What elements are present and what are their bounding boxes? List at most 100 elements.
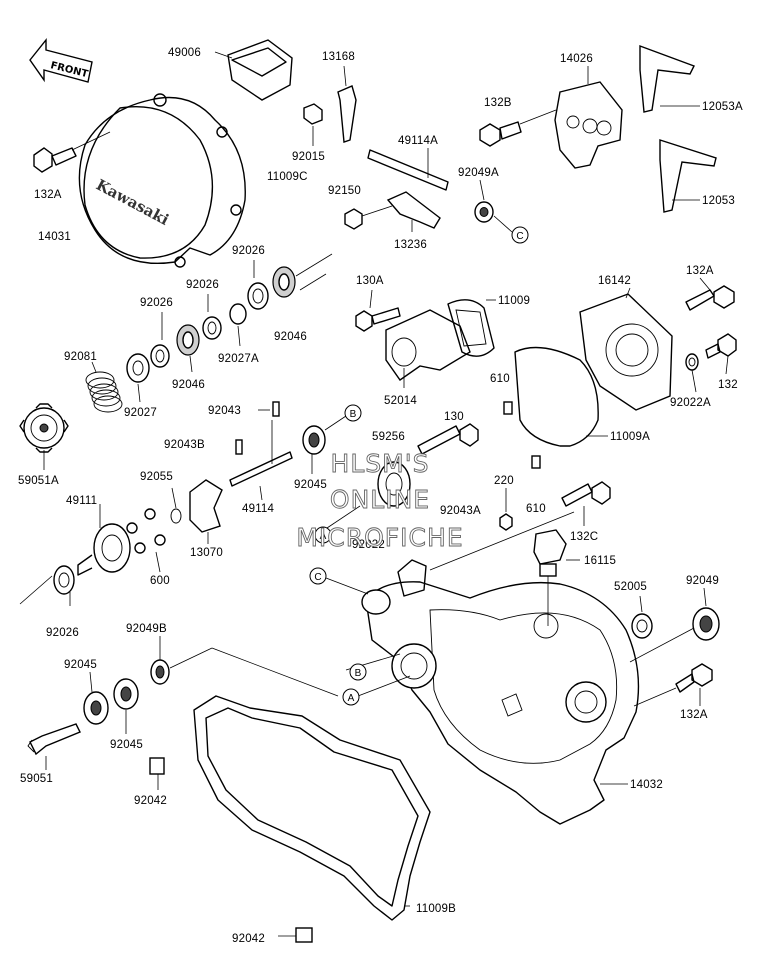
- label-13070: 13070: [190, 547, 223, 559]
- label-49114A: 49114A: [398, 135, 438, 147]
- dowel-610-upper: [503, 401, 513, 415]
- label-52005: 52005: [614, 581, 647, 593]
- label-130: 130: [444, 411, 464, 423]
- watermark: HLSM'S ONLINE MICROFICHE: [296, 449, 463, 553]
- bolt-132A-lower: [633, 663, 713, 707]
- watermark-line-2: ONLINE: [330, 485, 430, 514]
- callout-a-lower: A: [342, 688, 360, 706]
- seal-92049A: [474, 179, 513, 233]
- watermark-line-1: HLSM'S: [331, 449, 430, 478]
- dowel-610-lower: [531, 455, 541, 469]
- gasket-11009: [447, 299, 496, 357]
- washer-92022A: [685, 353, 699, 393]
- label-92049A: 92049A: [458, 167, 499, 179]
- label-49114: 49114: [242, 503, 275, 515]
- label-610-1: 610: [490, 373, 510, 385]
- label-12053: 12053: [702, 195, 735, 207]
- balls-600: [126, 508, 166, 573]
- washer-stack: [126, 253, 333, 403]
- spring-92081: [85, 361, 123, 413]
- bearing-92045-upper: [302, 415, 347, 474]
- label-92081: 92081: [64, 351, 97, 363]
- label-92022A: 92022A: [670, 397, 711, 409]
- label-92043A: 92043A: [440, 505, 481, 517]
- label-92043B: 92043B: [164, 439, 205, 451]
- bolt-130: [417, 423, 479, 455]
- label-16115: 16115: [584, 555, 616, 567]
- label-92042-2: 92042: [232, 933, 265, 945]
- cover-brand-text: Kawasaki: [93, 176, 172, 229]
- svg-text:B: B: [350, 409, 357, 420]
- svg-text:A: A: [348, 693, 355, 704]
- label-132B: 132B: [484, 97, 512, 109]
- callout-b-upper: B: [344, 404, 362, 422]
- label-59256: 59256: [372, 431, 405, 443]
- label-11009A: 11009A: [610, 431, 650, 443]
- part-49006: [214, 39, 293, 101]
- label-12053A: 12053A: [702, 101, 743, 113]
- impeller-13070: [189, 479, 223, 544]
- label-59051A: 59051A: [18, 475, 59, 487]
- label-13236: 13236: [394, 239, 427, 251]
- callout-a-upper: A: [314, 526, 332, 544]
- callout-c-lower: C: [309, 567, 327, 585]
- ref-line-upper: [429, 511, 575, 571]
- label-132A-upper: 132A: [34, 189, 62, 201]
- label-132C: 132C: [570, 531, 598, 543]
- label-92026-4: 92026: [46, 627, 79, 639]
- watermark-line-3: MICROFICHE: [296, 523, 463, 552]
- label-92026-3: 92026: [140, 297, 173, 309]
- label-59051: 59051: [20, 773, 53, 785]
- label-11009C: 11009C: [267, 171, 308, 183]
- svg-text:C: C: [314, 572, 321, 583]
- svg-text:B: B: [355, 668, 362, 679]
- pump-housing-52014: [385, 309, 471, 388]
- ref-line-a2: [357, 675, 411, 697]
- shaft-49114A: [367, 148, 449, 191]
- label-92045-3: 92045: [110, 739, 143, 751]
- part-labels: 49006 13168 14026 12053A 132B 92015 4911…: [18, 47, 743, 945]
- label-92026-1: 92026: [232, 245, 265, 257]
- label-52014: 52014: [384, 395, 417, 407]
- gasket-11009A: [514, 346, 608, 447]
- label-132A-lower: 132A: [680, 709, 708, 721]
- label-92043: 92043: [208, 405, 241, 417]
- label-132: 132: [718, 379, 738, 391]
- front-arrow: FRONT: [29, 38, 93, 83]
- ref-line-c2: [325, 577, 369, 595]
- seal-92049B: [150, 636, 339, 697]
- seal-59256: [377, 461, 411, 507]
- label-92026-2: 92026: [186, 279, 219, 291]
- dowel-92042-upper: [149, 757, 165, 790]
- label-132A-right: 132A: [686, 265, 714, 277]
- label-130A: 130A: [356, 275, 384, 287]
- washer-92026-lower: [19, 565, 75, 606]
- bolt-92150: [344, 205, 393, 230]
- clutch-cover: Kawasaki: [78, 93, 246, 268]
- part-49111: [77, 504, 131, 576]
- label-11009: 11009: [498, 295, 530, 307]
- label-14032: 14032: [630, 779, 663, 791]
- svg-text:A: A: [320, 531, 327, 542]
- label-92150: 92150: [328, 185, 361, 197]
- oring-92055: [170, 487, 182, 524]
- nut-92015: [303, 103, 323, 125]
- bolt-130A: [355, 289, 401, 332]
- label-92027A: 92027A: [218, 353, 259, 365]
- plate-12053A: [639, 44, 700, 113]
- label-14026: 14026: [560, 53, 593, 65]
- svg-text:C: C: [516, 231, 523, 242]
- bolt-132: [705, 333, 737, 375]
- bolt-132A-right: [685, 277, 735, 311]
- plug-16115: [533, 529, 580, 626]
- label-16142: 16142: [598, 275, 631, 287]
- pins-and-shaft: [229, 401, 293, 501]
- label-92049B: 92049B: [126, 623, 167, 635]
- label-92045-2: 92045: [64, 659, 97, 671]
- cover-16142: [579, 287, 673, 411]
- bolt-132C: [561, 481, 611, 526]
- bearing-92045-mid: [113, 678, 139, 734]
- bracket-13236: [386, 191, 441, 232]
- shaft-59051: [27, 723, 81, 770]
